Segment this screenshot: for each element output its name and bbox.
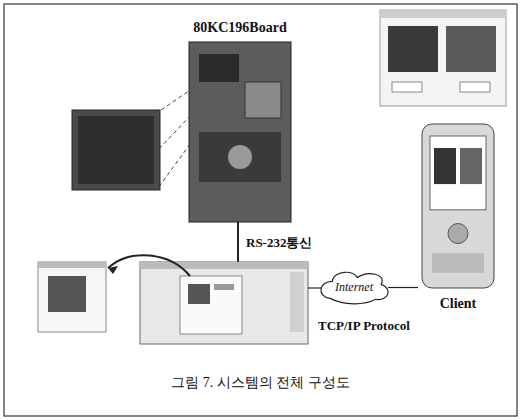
phone-outline	[418, 122, 498, 312]
arrow-head	[108, 266, 118, 274]
board-outline	[185, 20, 295, 222]
protocol-label: TCP/IP Protocol	[318, 318, 410, 334]
network-link	[388, 287, 418, 288]
pc-screen	[140, 262, 308, 344]
board-photo: 80KC196Board	[185, 20, 295, 222]
figure-caption: 그림 7. 시스템의 전체 구성도	[0, 374, 521, 392]
node-label: Internet	[335, 280, 373, 295]
pointer-arrow	[108, 255, 190, 276]
serial-cable	[237, 222, 239, 262]
node-label: 80KC196Board	[185, 20, 295, 36]
frame	[4, 4, 517, 416]
app-window	[38, 262, 106, 332]
client-phone: Client	[418, 122, 498, 312]
node-label: Client	[418, 296, 498, 312]
internet-cloud: Internet	[320, 272, 388, 303]
lcd-panel	[72, 110, 160, 190]
link-label: RS-232통신	[246, 234, 312, 252]
screen-shot	[380, 10, 506, 106]
network-line	[308, 287, 321, 288]
